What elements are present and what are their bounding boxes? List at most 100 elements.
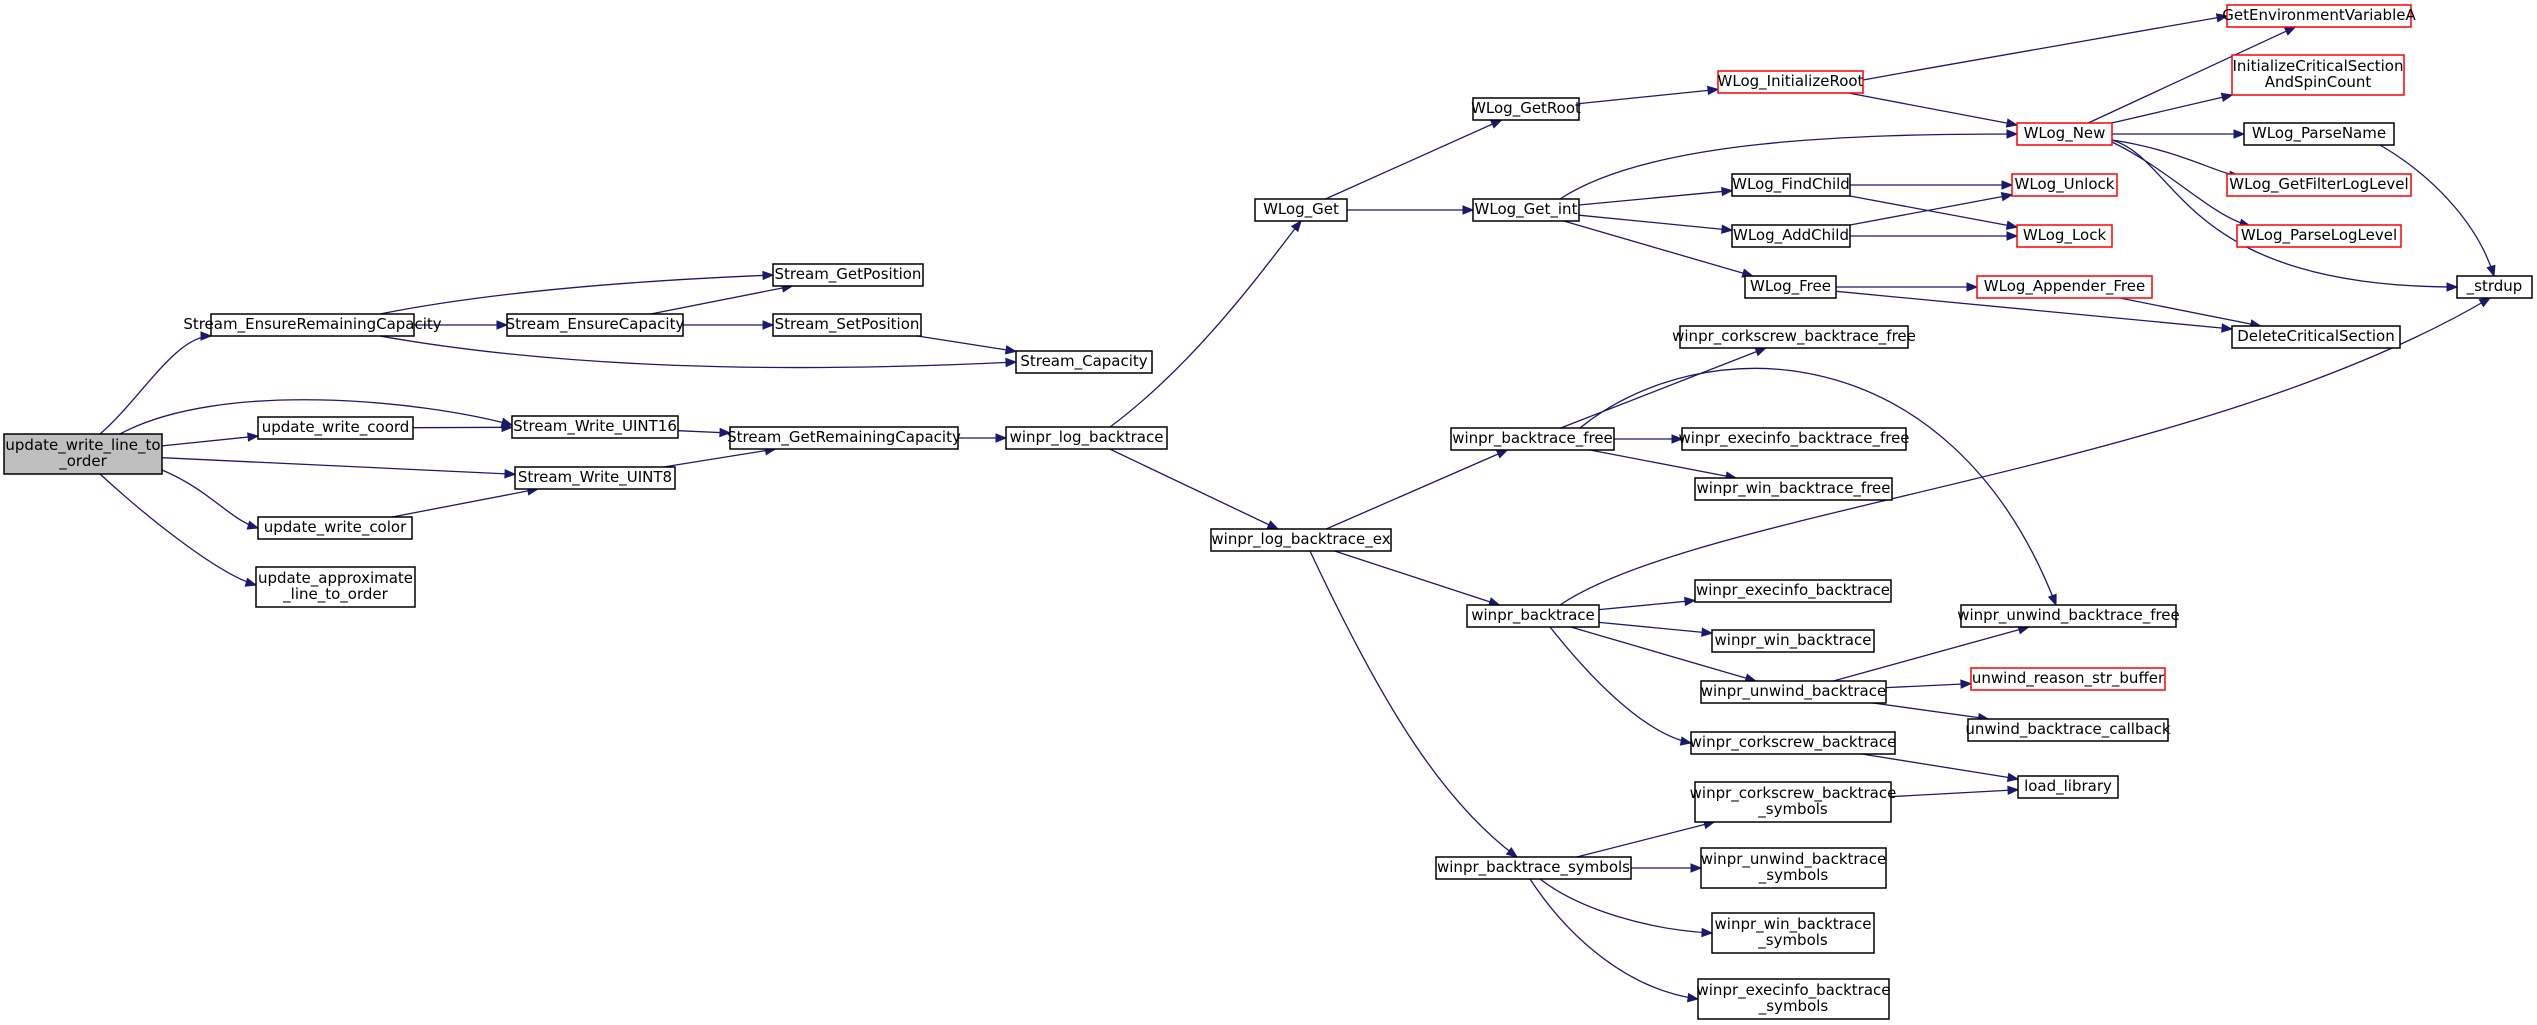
node-wlog-lock[interactable]: WLog_Lock	[2016, 224, 2113, 248]
node-box[interactable]	[1700, 847, 1887, 889]
node-box[interactable]	[506, 313, 684, 337]
node-box[interactable]	[1711, 629, 1875, 653]
node-wlog-unlock[interactable]: WLog_Unlock	[2011, 173, 2118, 197]
node-cs-bt-free[interactable]: winpr_corkscrew_backtrace_free	[1672, 325, 1916, 349]
node-box[interactable]	[729, 426, 959, 450]
node-cs-bt-sym[interactable]: winpr_corkscrew_backtrace_symbols	[1690, 781, 1897, 823]
node-box[interactable]	[1679, 325, 1909, 349]
node-bt-free[interactable]: winpr_backtrace_free	[1450, 427, 1615, 451]
node-box[interactable]	[2231, 325, 2401, 349]
node-box[interactable]	[1744, 275, 1837, 299]
node-box[interactable]	[1254, 198, 1348, 222]
node-wlog-new[interactable]: WLog_New	[2016, 122, 2113, 146]
node-box[interactable]	[772, 263, 924, 287]
node-set-position[interactable]: Stream_SetPosition	[772, 313, 922, 337]
node-box[interactable]	[1466, 604, 1600, 628]
node-cs-bt[interactable]: winpr_corkscrew_backtrace	[1690, 731, 1897, 755]
node-root[interactable]: update_write_line_to_order	[3, 433, 163, 475]
node-box[interactable]	[2231, 54, 2405, 96]
node-log-backtrace-ex[interactable]: winpr_log_backtrace_ex	[1210, 528, 1392, 552]
node-get-env[interactable]: GetEnvironmentVariableA	[2222, 4, 2416, 28]
node-wlog-addchild[interactable]: WLog_AddChild	[1731, 224, 1851, 248]
node-write-u16[interactable]: Stream_Write_UINT16	[511, 415, 679, 439]
node-win-bt[interactable]: winpr_win_backtrace	[1711, 629, 1875, 653]
node-wlog-getroot[interactable]: WLog_GetRoot	[1471, 97, 1581, 121]
node-box[interactable]	[1967, 718, 2169, 742]
node-box[interactable]	[1694, 477, 1893, 501]
node-box[interactable]	[1690, 731, 1896, 755]
node-box[interactable]	[1015, 350, 1153, 374]
node-unw-bt-sym[interactable]: winpr_unwind_backtrace_symbols	[1700, 847, 1887, 889]
node-box[interactable]	[1970, 667, 2166, 691]
node-box[interactable]	[1700, 680, 1887, 704]
node-unw-reason[interactable]: unwind_reason_str_buffer	[1970, 667, 2166, 691]
node-box[interactable]	[1694, 781, 1892, 823]
node-box[interactable]	[257, 416, 414, 440]
node-delete-cs[interactable]: DeleteCriticalSection	[2231, 325, 2401, 349]
node-ensure-cap[interactable]: Stream_EnsureCapacity	[506, 313, 685, 337]
node-box[interactable]	[514, 466, 676, 490]
node-wlog-parsename[interactable]: WLog_ParseName	[2243, 122, 2395, 146]
node-box[interactable]	[1435, 856, 1632, 880]
node-box[interactable]	[3, 433, 163, 475]
node-box[interactable]	[1472, 97, 1580, 121]
node-win-bt-free[interactable]: winpr_win_backtrace_free	[1694, 477, 1893, 501]
node-box[interactable]	[1472, 198, 1580, 222]
node-write-u8[interactable]: Stream_Write_UINT8	[514, 466, 676, 490]
node-unw-bt-free[interactable]: winpr_unwind_backtrace_free	[1957, 604, 2180, 628]
node-box[interactable]	[1960, 604, 2177, 628]
node-ensure-rem[interactable]: Stream_EnsureRemainingCapacity	[183, 313, 442, 337]
node-ei-bt[interactable]: winpr_execinfo_backtrace	[1694, 579, 1892, 603]
node-box[interactable]	[2236, 224, 2402, 248]
node-box[interactable]	[1005, 426, 1168, 450]
node-wlog-parseloglevel[interactable]: WLog_ParseLogLevel	[2236, 224, 2402, 248]
node-wlog-free[interactable]: WLog_Free	[1744, 275, 1837, 299]
node-capacity[interactable]: Stream_Capacity	[1015, 350, 1153, 374]
node-wlog-app-free[interactable]: WLog_Appender_Free	[1976, 275, 2153, 299]
node-unw-cb[interactable]: unwind_backtrace_callback	[1965, 718, 2171, 742]
node-wlog-initroot[interactable]: WLog_InitializeRoot	[1717, 70, 1864, 94]
node-log-backtrace[interactable]: winpr_log_backtrace	[1005, 426, 1168, 450]
node-box[interactable]	[511, 415, 679, 439]
node-box[interactable]	[1711, 912, 1875, 954]
node-bt-symbols[interactable]: winpr_backtrace_symbols	[1435, 856, 1632, 880]
node-box[interactable]	[2017, 775, 2119, 799]
node-box[interactable]	[1694, 579, 1892, 603]
node-box[interactable]	[2016, 122, 2113, 146]
node-box[interactable]	[210, 313, 415, 337]
node-box[interactable]	[1697, 978, 1890, 1020]
node-box[interactable]	[1450, 427, 1615, 451]
node-box[interactable]	[2226, 4, 2412, 28]
node-update-write-coord[interactable]: update_write_coord	[257, 416, 414, 440]
node-wlog-findchild[interactable]: WLog_FindChild	[1731, 173, 1851, 197]
node-box[interactable]	[2456, 275, 2533, 299]
node-wlog-getfilter[interactable]: WLog_GetFilterLogLevel	[2226, 173, 2412, 197]
node-box[interactable]	[255, 566, 416, 608]
node-box[interactable]	[2226, 173, 2412, 197]
node-update-write-color[interactable]: update_write_color	[257, 516, 413, 540]
node-get-rem-cap[interactable]: Stream_GetRemainingCapacity	[727, 426, 961, 450]
node-box[interactable]	[2243, 122, 2395, 146]
node-backtrace[interactable]: winpr_backtrace	[1466, 604, 1600, 628]
node-box[interactable]	[2011, 173, 2118, 197]
node-box[interactable]	[1976, 275, 2153, 299]
node-box[interactable]	[1731, 224, 1851, 248]
node-wlog-get[interactable]: WLog_Get	[1254, 198, 1348, 222]
node-load-library[interactable]: load_library	[2017, 775, 2119, 799]
node-box[interactable]	[1681, 427, 1907, 451]
node-unw-bt[interactable]: winpr_unwind_backtrace	[1700, 680, 1887, 704]
node-win-bt-sym[interactable]: winpr_win_backtrace_symbols	[1711, 912, 1875, 954]
node-box[interactable]	[1731, 173, 1851, 197]
node-box[interactable]	[257, 516, 413, 540]
node-strdup[interactable]: _strdup	[2456, 275, 2533, 299]
node-wlog-get-int[interactable]: WLog_Get_int	[1472, 198, 1580, 222]
node-update-approx[interactable]: update_approximate_line_to_order	[255, 566, 416, 608]
node-box[interactable]	[1717, 70, 1864, 94]
node-get-position[interactable]: Stream_GetPosition	[772, 263, 924, 287]
node-ei-bt-free[interactable]: winpr_execinfo_backtrace_free	[1678, 427, 1910, 451]
node-ei-bt-sym[interactable]: winpr_execinfo_backtrace_symbols	[1697, 978, 1891, 1020]
node-box[interactable]	[1210, 528, 1392, 552]
node-box[interactable]	[2016, 224, 2113, 248]
node-box[interactable]	[772, 313, 922, 337]
